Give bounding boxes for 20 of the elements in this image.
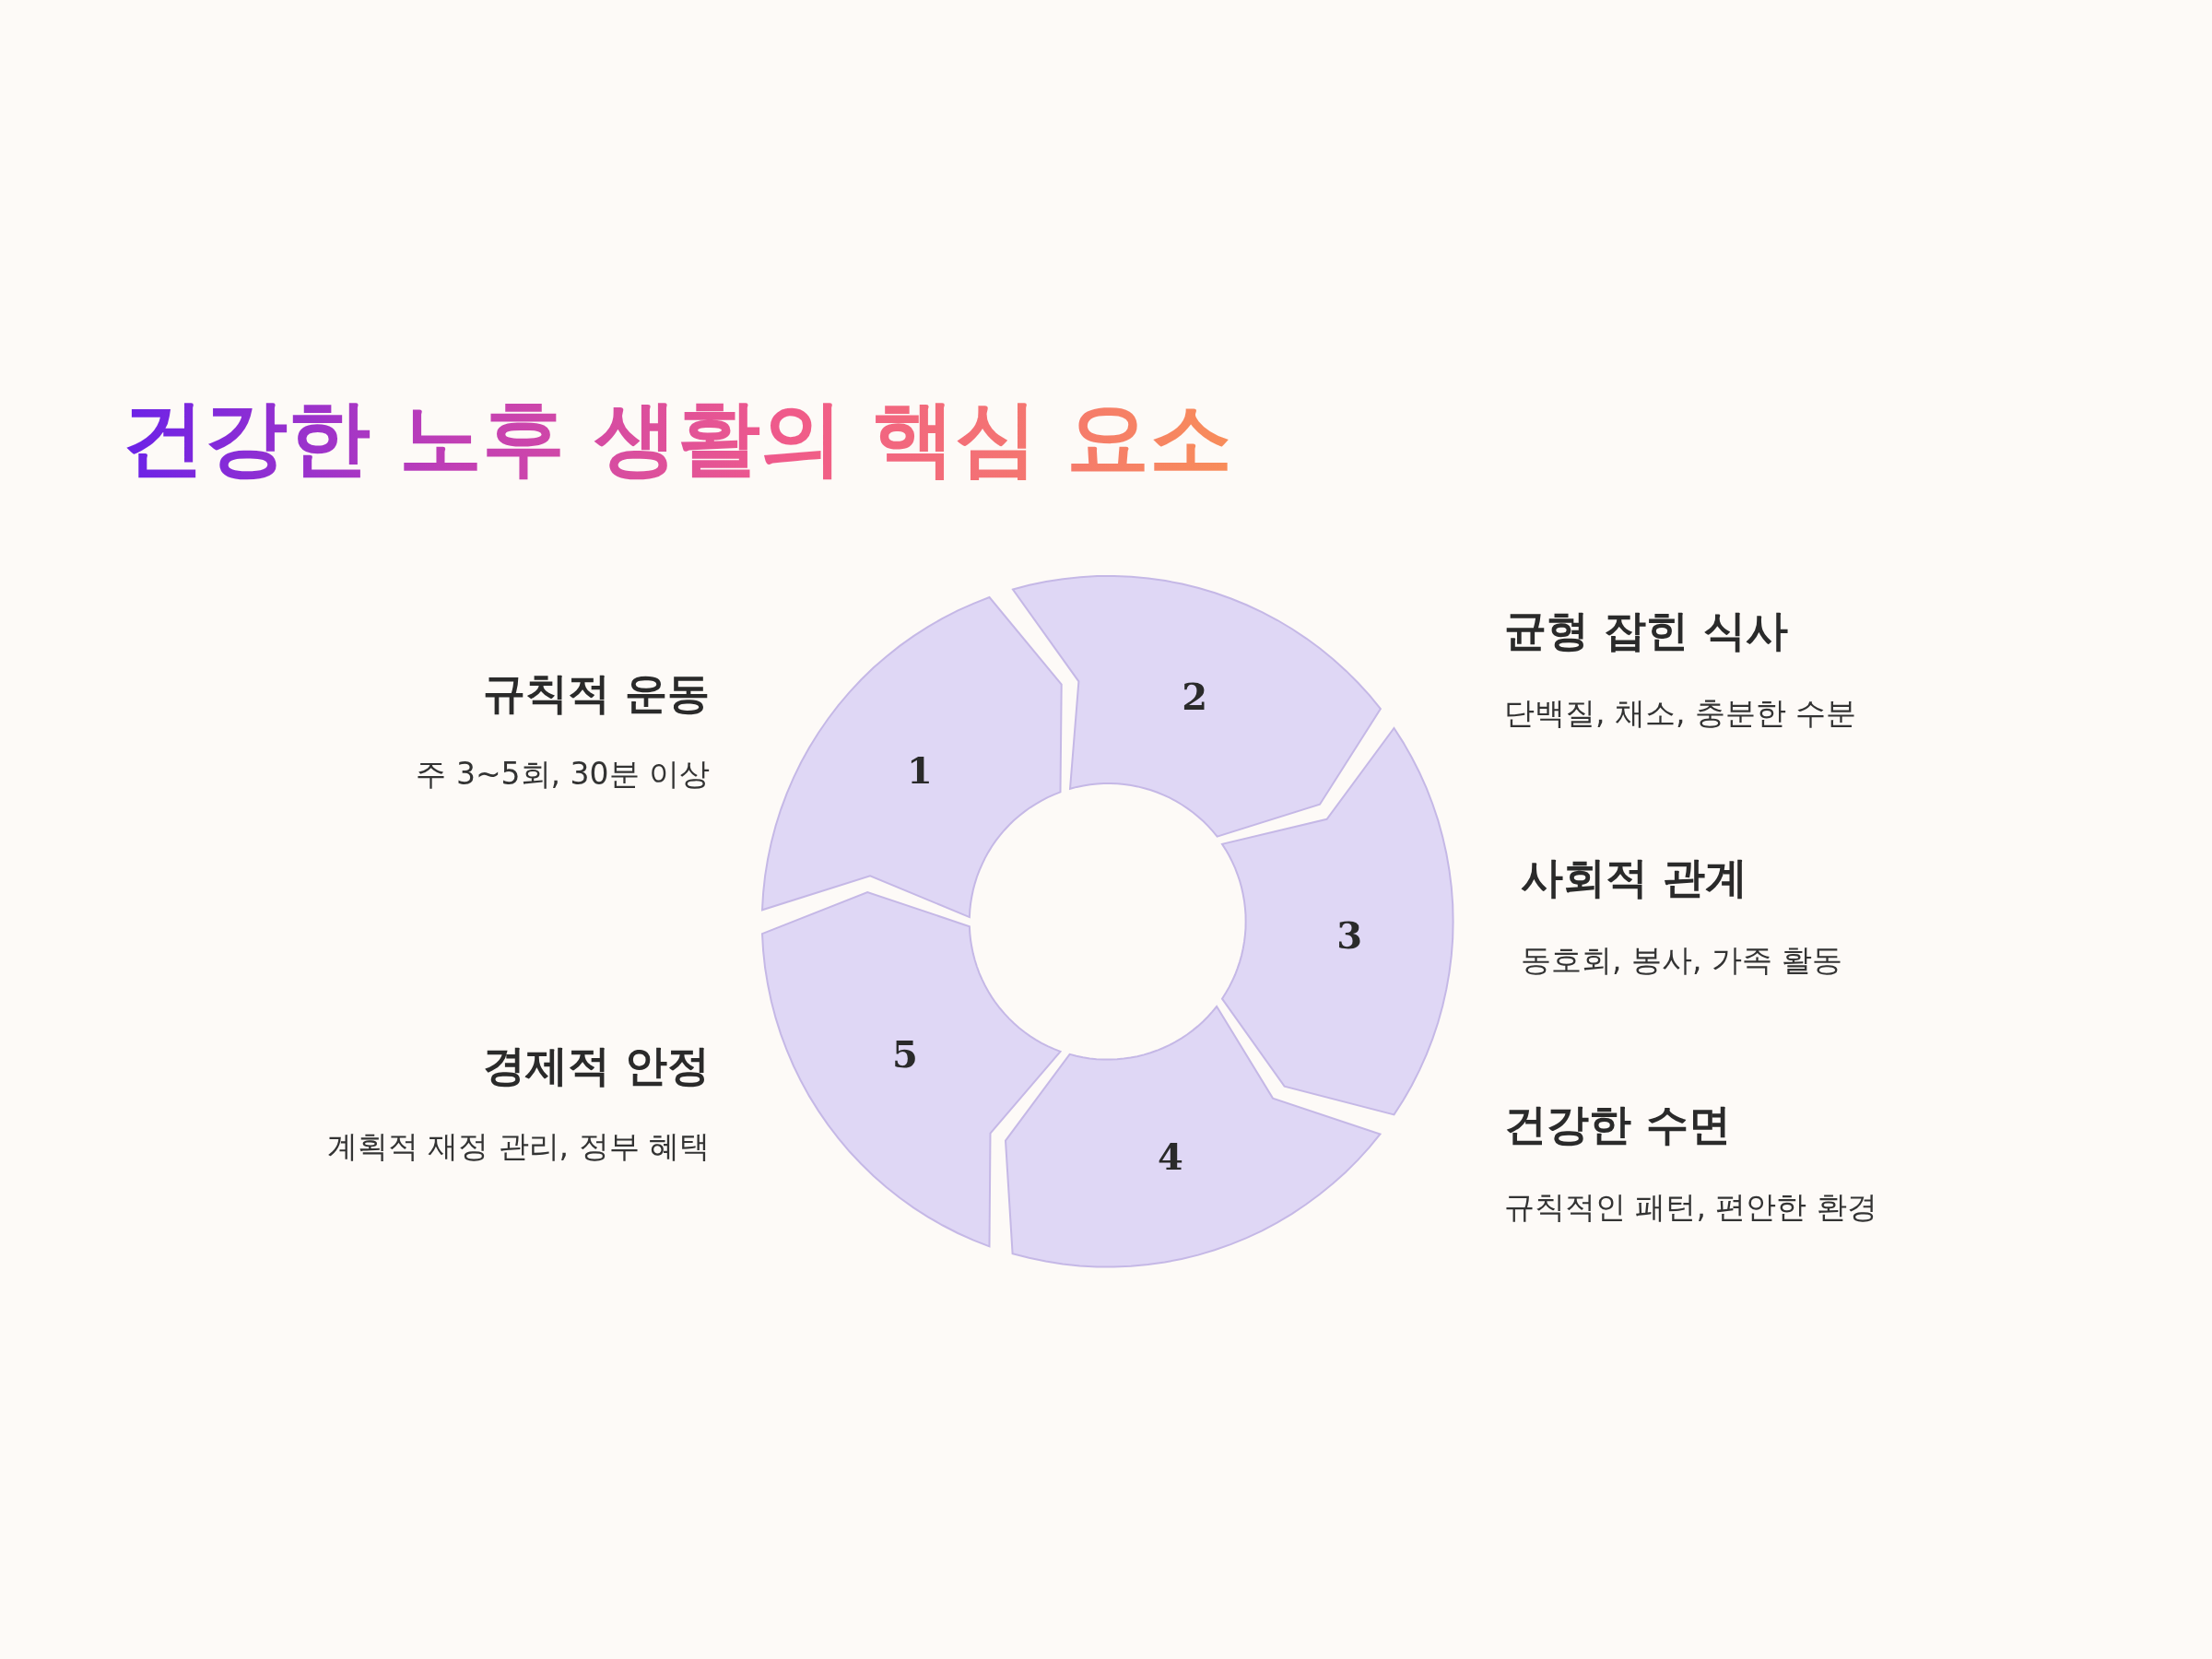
step-number: 2 xyxy=(1182,674,1207,718)
step-number: 4 xyxy=(1158,1134,1183,1178)
arrow-segment xyxy=(1222,728,1453,1115)
item-description: 동호회, 봉사, 가족 활동 xyxy=(1521,941,1843,980)
arrow-segment xyxy=(1006,1006,1381,1267)
item-heading: 균형 잡힌 식사 xyxy=(1504,605,1789,657)
arrow-segment xyxy=(762,892,1061,1247)
item-description: 계획적 재정 관리, 정부 혜택 xyxy=(326,1127,710,1166)
step-number: 5 xyxy=(891,1031,918,1076)
arrow-segment xyxy=(1012,576,1381,837)
step-number: 1 xyxy=(907,747,933,792)
item-heading: 규칙적 운동 xyxy=(483,667,710,720)
item-description: 단백질, 채소, 충분한 수분 xyxy=(1504,694,1857,733)
item-heading: 건강한 수면 xyxy=(1504,1099,1731,1151)
item-heading: 경제적 안정 xyxy=(483,1040,710,1092)
item-description: 주 3~5회, 30분 이상 xyxy=(416,755,710,794)
step-number: 3 xyxy=(1336,912,1363,957)
item-heading: 사회적 관계 xyxy=(1521,852,1747,904)
item-description: 규칙적인 패턴, 편안한 환경 xyxy=(1504,1188,1877,1227)
arrow-segment xyxy=(762,596,1062,917)
